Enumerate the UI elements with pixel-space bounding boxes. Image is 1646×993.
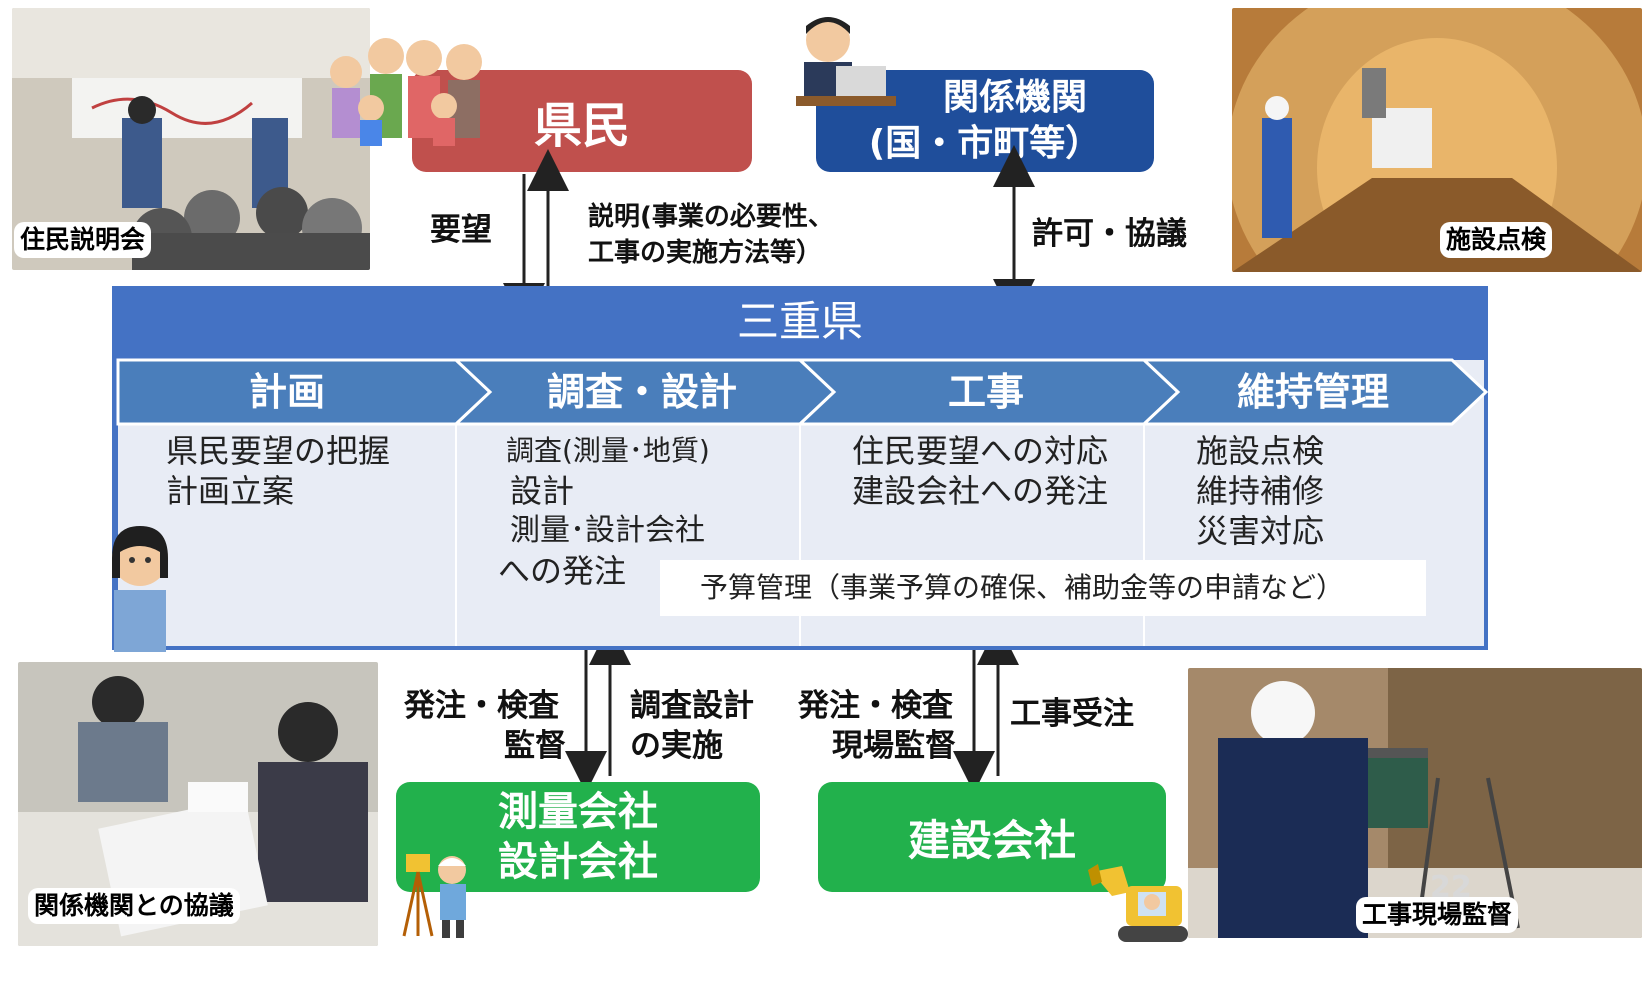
phase-survey-design: 調査・設計: [546, 370, 737, 414]
task-survey-2: 設計: [510, 472, 575, 510]
budget-box: [660, 560, 1426, 616]
label-order2-line1: 発注・検査: [798, 688, 953, 724]
family-illustration: [316, 22, 496, 150]
phase-maintenance: 維持管理: [1236, 370, 1389, 414]
label-explain-line1: 説明(事業の必要性、: [588, 202, 834, 232]
officer-icon: [796, 17, 896, 106]
family-icon: [330, 38, 482, 146]
task-maintenance-1: 施設点検: [1196, 432, 1325, 470]
budget-label: 予算管理（事業予算の確保、補助金等の申請など）: [700, 571, 1345, 604]
photo-label-briefing: 住民説明会: [14, 222, 152, 258]
task-maintenance-2: 維持補修: [1196, 472, 1325, 510]
label-order1-line1: 発注・検査: [404, 688, 559, 724]
photo-resident-briefing: [12, 8, 370, 270]
excavator-illustration: [1082, 862, 1192, 946]
photo-label-supervision: 工事現場監督: [1356, 897, 1519, 933]
page-number: 22: [1430, 870, 1472, 905]
label-survey-line2: の実施: [630, 728, 723, 764]
label-order2-line2: 現場監督: [832, 728, 956, 764]
survey-company-box: 測量会社 設計会社: [396, 782, 760, 892]
kenmin-label: 県民: [533, 98, 630, 154]
survey-company-line1: 測量会社: [498, 789, 658, 835]
officer-illustration: [786, 10, 898, 110]
task-maintenance-3: 災害対応: [1196, 512, 1325, 550]
phase-plan: 計画: [248, 370, 325, 414]
label-construction-order: 工事受注: [1010, 696, 1134, 732]
task-construction-2: 建設会社への発注: [852, 472, 1109, 510]
label-order1-line2: 監督: [504, 728, 566, 764]
label-survey-line1: 調査設計: [630, 688, 754, 724]
construction-company-label: 建設会社: [907, 815, 1076, 865]
task-construction-1: 住民要望への対応: [852, 432, 1109, 470]
survey-company-line2: 設計会社: [498, 839, 658, 885]
excavator-icon: [1088, 864, 1188, 942]
phase-bg-maintenance: [1140, 358, 1489, 426]
site-scene: [1188, 668, 1642, 938]
phase-construction: 工事: [947, 370, 1024, 414]
task-plan-1: 県民要望の把握: [166, 432, 391, 470]
photo-site-supervision: [1188, 668, 1642, 938]
staff-illustration: [104, 518, 176, 652]
label-permit: 許可・協議: [1032, 216, 1187, 252]
task-survey-3: 測量･設計会社: [510, 513, 705, 548]
briefing-scene: [12, 8, 370, 270]
kankei-label-line2: (国・市町等）: [868, 123, 1102, 164]
task-plan-2: 計画立案: [166, 472, 295, 510]
label-request: 要望: [430, 212, 492, 248]
staff-icon: [112, 526, 168, 652]
label-explain-line2: 工事の実施方法等）: [588, 238, 823, 268]
task-survey-1: 調査(測量･地質): [506, 434, 710, 467]
task-survey-4: への発注: [498, 552, 627, 590]
photo-label-consultation: 関係機関との協議: [28, 888, 240, 924]
mie-title: 三重県: [736, 297, 863, 346]
surveyor-icon: [402, 854, 466, 938]
photo-label-inspection: 施設点検: [1440, 222, 1553, 258]
kankei-box: 関係機関 (国・市町等）: [816, 70, 1154, 172]
construction-company-box: 建設会社: [818, 782, 1166, 892]
kankei-label-line1: 関係機関: [942, 77, 1087, 118]
surveyor-illustration: [396, 840, 476, 940]
